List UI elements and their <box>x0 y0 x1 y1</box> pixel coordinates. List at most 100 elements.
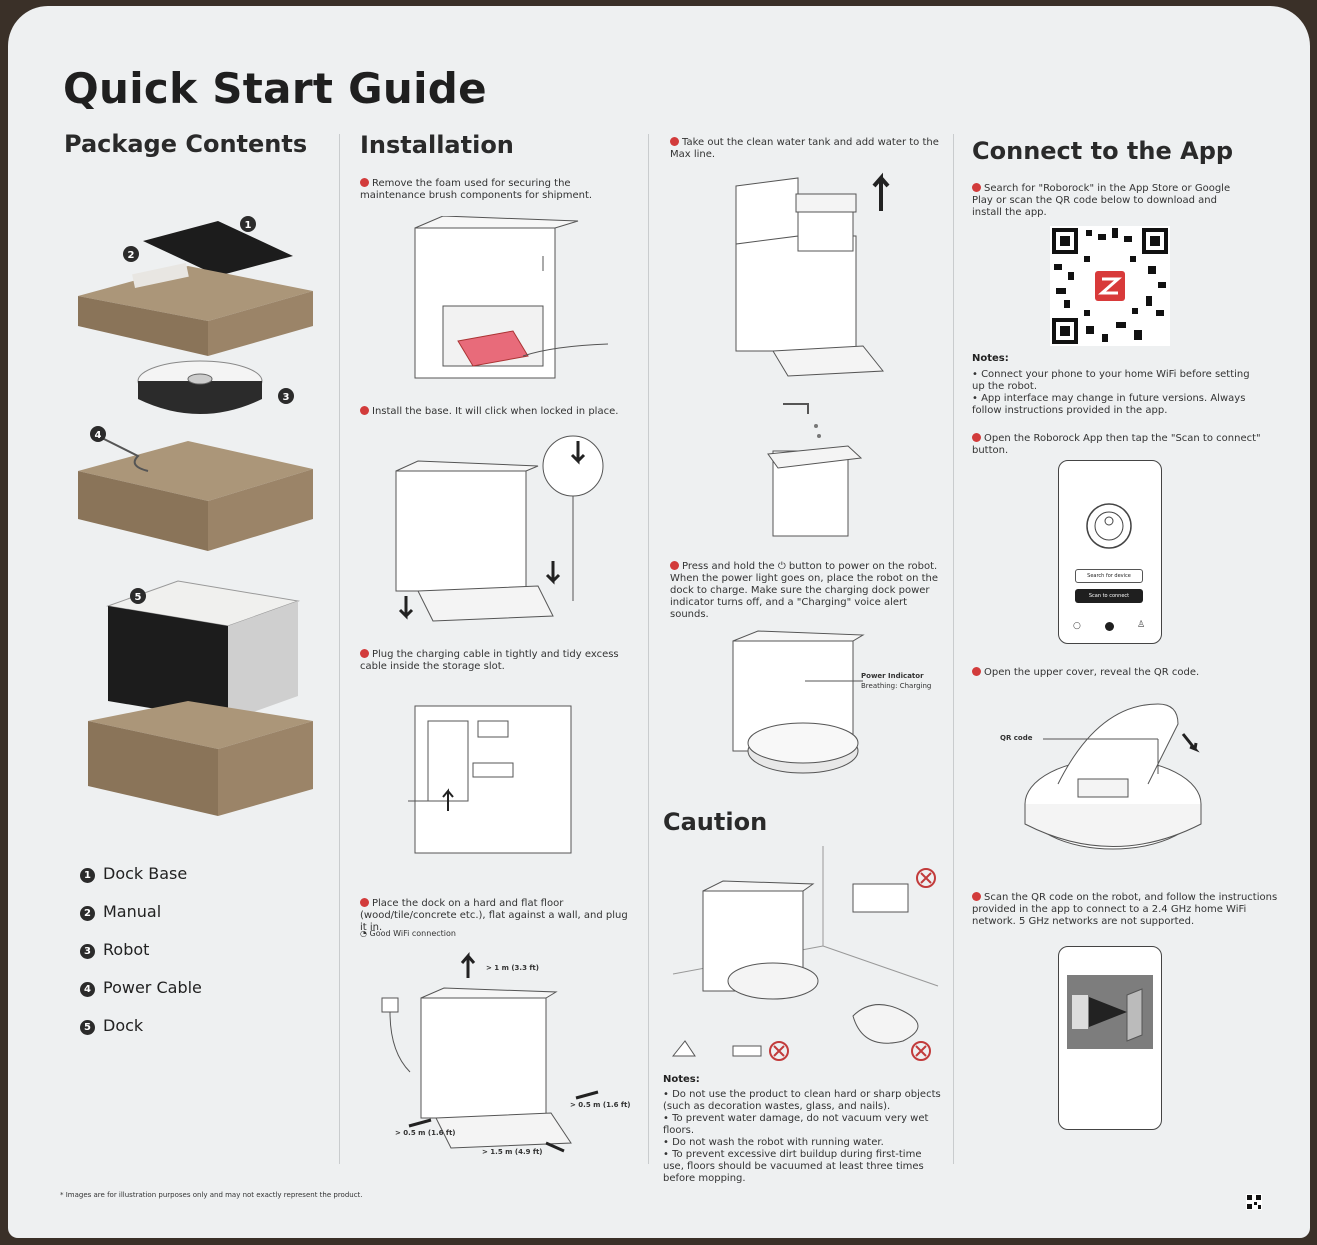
badge-2 <box>123 246 139 262</box>
faucet-icon <box>783 403 809 414</box>
bullet-icon <box>972 667 981 676</box>
power-indicator-label: Power Indicator <box>861 672 924 680</box>
bullet-icon <box>670 561 679 570</box>
caution-note-3: • Do not wash the robot with running wat… <box>663 1137 884 1148</box>
svg-text:4: 4 <box>95 430 102 441</box>
chat-icon[interactable]: ○ <box>1073 621 1081 631</box>
badge-3 <box>278 388 294 404</box>
phone-mockup: Search for device Scan to connect ○ ♙ <box>1058 460 1162 644</box>
open-app-step: Open the Roborock App then tap the "Scan… <box>972 433 1261 456</box>
caution-notes-title: Notes: <box>663 1074 700 1085</box>
distance-right-label: > 0.5 m (1.6 ft) <box>570 1101 631 1109</box>
app-note-1: • Connect your phone to your home WiFi b… <box>972 369 1250 392</box>
caution-note-4: • To prevent excessive dirt buildup duri… <box>663 1149 924 1184</box>
install-step-4: Place the dock on a hard and flat floor … <box>360 898 628 933</box>
bullet-icon <box>360 406 369 415</box>
package-contents-heading: Package Contents <box>64 130 308 158</box>
robot-charging-illustration <box>732 630 865 774</box>
svg-text:5: 5 <box>135 592 142 603</box>
placement-illustration <box>381 951 599 1153</box>
distance-front-label: > 1.5 m (4.9 ft) <box>482 1148 543 1156</box>
page-title: Quick Start Guide <box>63 64 487 113</box>
install-step-3: Plug the charging cable in tightly and t… <box>360 649 619 672</box>
wall-outlet-icon <box>381 997 399 1013</box>
phone-scan-mockup <box>1058 946 1162 1130</box>
bullet-icon <box>972 892 981 901</box>
caution-note-2: • To prevent water damage, do not vacuum… <box>663 1113 929 1136</box>
up-arrow-icon <box>442 788 454 811</box>
bullet-icon <box>360 898 369 907</box>
scan-qr-icon <box>1072 988 1143 1042</box>
distance-top-label: > 1 m (3.3 ft) <box>486 964 539 972</box>
qr-code-label: QR code <box>1000 734 1033 742</box>
robot-top-icon <box>1086 503 1132 549</box>
install-step-1: Remove the foam used for securing the ma… <box>360 178 593 201</box>
search-for-device-button[interactable]: Search for device <box>1075 569 1143 583</box>
app-qr-code[interactable] <box>1050 226 1170 346</box>
breathing-label: Breathing: Charging <box>861 682 932 690</box>
down-arrow-icon <box>398 596 414 620</box>
install-step-2: Install the base. It will click when loc… <box>360 406 630 418</box>
footnote: * Images are for illustration purposes o… <box>60 1191 363 1199</box>
column-divider-1 <box>339 134 340 1164</box>
package-exploded-illustration: 1 2 3 4 5 <box>78 216 313 816</box>
down-arrow-icon <box>570 441 586 465</box>
manual-illustration <box>143 221 293 276</box>
debris-icon <box>671 1040 696 1057</box>
guide-sheet: Quick Start Guide Package Contents 1 2 <box>8 6 1310 1238</box>
badge-5 <box>130 588 146 604</box>
app-notes-list: • Connect your phone to your home WiFi b… <box>972 369 1252 417</box>
column-divider-3 <box>953 134 954 1164</box>
up-arrow-icon <box>460 951 476 978</box>
wifi-icon: ◔ <box>360 929 367 938</box>
down-arrow-icon <box>545 561 561 585</box>
svg-text:3: 3 <box>283 392 290 403</box>
scan-to-connect-button[interactable]: Scan to connect <box>1075 589 1143 603</box>
app-notes-title: Notes: <box>972 353 1009 364</box>
water-tank-step: Take out the clean water tank and add wa… <box>670 137 939 160</box>
caution-note-1: • Do not use the product to clean hard o… <box>663 1089 941 1112</box>
home-icon[interactable] <box>1105 622 1114 631</box>
right-arrow-icon <box>575 1090 599 1100</box>
svg-text:2: 2 <box>128 250 135 261</box>
robot-open-cover-illustration <box>1024 703 1202 850</box>
remove-foam-illustration <box>414 216 609 379</box>
zoom-detail-circle <box>542 435 604 497</box>
wifi-note: ◔ Good WiFi connection <box>360 929 456 938</box>
no-icon <box>916 868 936 888</box>
no-icon <box>911 1041 931 1061</box>
no-icon <box>769 1041 789 1061</box>
sink-icon <box>852 883 909 913</box>
svg-text:1: 1 <box>245 220 252 231</box>
caution-illustration <box>671 846 939 1061</box>
distance-left-label: > 0.5 m (1.6 ft) <box>395 1129 456 1137</box>
bottom-tray-illustration <box>88 701 313 749</box>
profile-icon[interactable]: ♙ <box>1137 620 1146 630</box>
water-puddle-icon <box>852 1004 919 1044</box>
water-tank-dock-illustration <box>735 172 890 377</box>
bullet-icon <box>972 183 981 192</box>
installation-heading: Installation <box>360 131 514 159</box>
camera-viewfinder <box>1067 975 1153 1049</box>
open-cover-step: Open the upper cover, reveal the QR code… <box>972 667 1272 679</box>
install-base-illustration <box>395 435 604 622</box>
bullet-icon <box>670 137 679 146</box>
cable-storage-illustration <box>408 705 572 854</box>
bullet-icon <box>360 649 369 658</box>
scan-robot-qr-step: Scan the QR code on the robot, and follo… <box>972 892 1278 927</box>
top-tray-illustration <box>78 266 313 321</box>
front-arrow-icon <box>545 1141 565 1153</box>
up-arrow-icon <box>872 172 890 211</box>
left-arrow-icon <box>408 1118 432 1128</box>
power-on-step: Press and hold the ⏻ button to power on … <box>670 561 939 620</box>
curved-arrow-icon <box>1181 733 1200 753</box>
column-divider-2 <box>648 134 649 1164</box>
caution-notes-list: • Do not use the product to clean hard o… <box>663 1089 943 1185</box>
fill-water-illustration <box>767 403 863 537</box>
caution-heading: Caution <box>663 808 768 836</box>
search-app-step: Search for "Roborock" in the App Store o… <box>972 183 1231 218</box>
